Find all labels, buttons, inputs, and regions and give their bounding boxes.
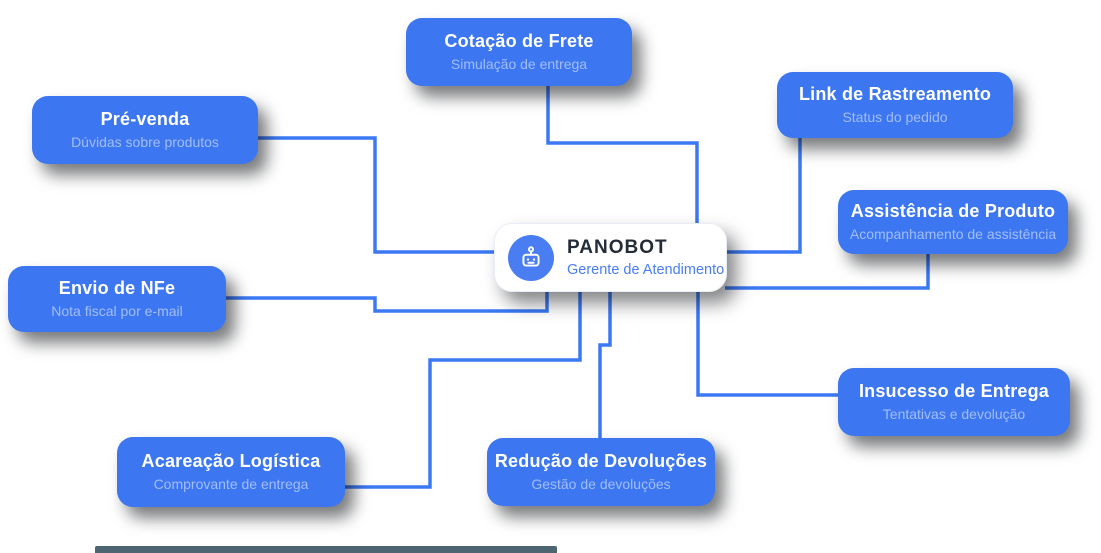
connector-envio-de-nfe	[224, 290, 549, 313]
node-subtitle: Dúvidas sobre produtos	[71, 134, 219, 151]
node-title: Insucesso de Entrega	[858, 381, 1050, 402]
node-title: Link de Rastreamento	[798, 84, 992, 105]
footer-bar	[95, 546, 557, 553]
center-node-title: PANOBOT	[567, 237, 668, 258]
node-title: Assistência de Produto	[850, 201, 1056, 222]
node-acareacao-logistica[interactable]: Acareação Logística Comprovante de entre…	[117, 437, 345, 507]
connector-pre-venda	[258, 136, 496, 254]
node-title: Pré-venda	[100, 109, 190, 130]
node-subtitle: Comprovante de entrega	[153, 476, 309, 493]
node-subtitle: Acompanhamento de assistência	[849, 226, 1057, 243]
node-title: Envio de NFe	[58, 278, 176, 299]
center-node-text: PANOBOT Gerente de Atendimento	[567, 237, 724, 278]
connector-link-de-rastreamento	[725, 138, 802, 254]
connector-acareacao-logistica	[343, 290, 582, 489]
node-subtitle: Status do pedido	[842, 109, 948, 126]
connector-cotacao-de-frete	[546, 86, 699, 225]
node-subtitle: Gestão de devoluções	[531, 476, 671, 493]
connector-reducao-de-devolucoes	[598, 290, 612, 440]
node-reducao-de-devolucoes[interactable]: Redução de Devoluções Gestão de devoluçõ…	[487, 438, 715, 506]
connector-insucesso-de-entrega	[696, 290, 840, 397]
center-node-subtitle: Gerente de Atendimento	[567, 262, 725, 278]
node-envio-de-nfe[interactable]: Envio de NFe Nota fiscal por e-mail	[8, 266, 226, 332]
node-subtitle: Nota fiscal por e-mail	[51, 303, 183, 320]
node-pre-venda[interactable]: Pré-venda Dúvidas sobre produtos	[32, 96, 258, 164]
node-title: Acareação Logística	[141, 451, 321, 472]
robot-icon	[508, 234, 554, 281]
connector-assistencia-de-produto	[725, 254, 930, 290]
node-title: Cotação de Frete	[444, 31, 594, 52]
node-cotacao-de-frete[interactable]: Cotação de Frete Simulação de entrega	[406, 18, 632, 86]
node-insucesso-de-entrega[interactable]: Insucesso de Entrega Tentativas e devolu…	[838, 368, 1070, 436]
node-title: Redução de Devoluções	[494, 451, 708, 472]
node-panobot[interactable]: PANOBOT Gerente de Atendimento	[494, 223, 727, 292]
node-assistencia-de-produto[interactable]: Assistência de Produto Acompanhamento de…	[838, 190, 1068, 254]
node-subtitle: Tentativas e devolução	[882, 406, 1026, 423]
node-subtitle: Simulação de entrega	[450, 56, 588, 73]
node-link-de-rastreamento[interactable]: Link de Rastreamento Status do pedido	[777, 72, 1013, 138]
